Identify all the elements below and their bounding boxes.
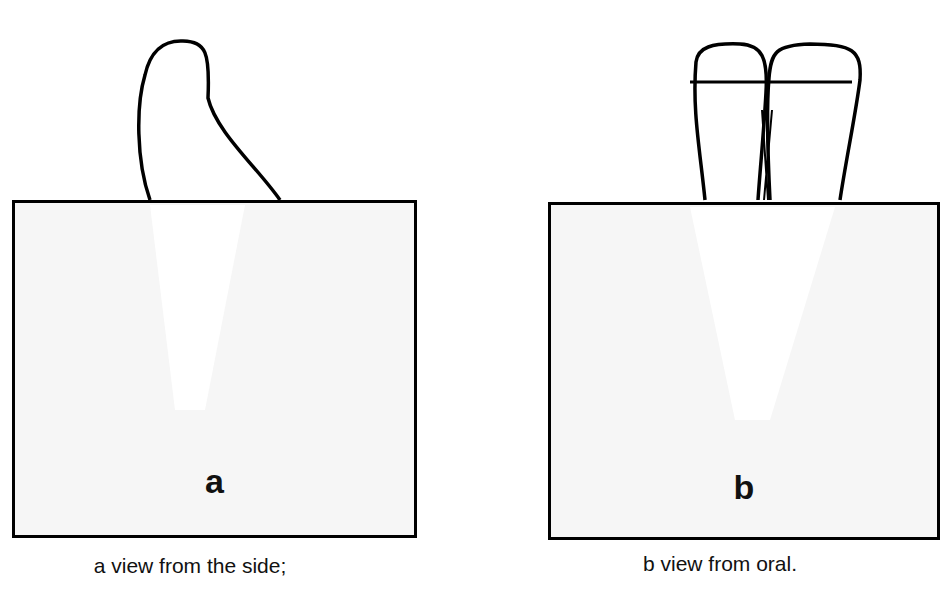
block-panel: b (548, 202, 940, 540)
panel-letter: b (551, 467, 937, 507)
panel-caption: a view from the side; (94, 554, 287, 578)
block-fill (548, 202, 940, 540)
root-shadow (690, 207, 835, 420)
tooth-crown-left (695, 44, 766, 200)
contact-lines (762, 110, 772, 200)
tooth-crown-right (767, 44, 860, 200)
panel-caption: b view from oral. (643, 552, 797, 576)
panel-letter: a (15, 461, 414, 501)
reference-line (690, 81, 852, 84)
tooth-side-outline (139, 41, 280, 200)
root-shadow (150, 205, 245, 410)
block-panel: a (12, 200, 417, 538)
block-fill (12, 200, 417, 538)
